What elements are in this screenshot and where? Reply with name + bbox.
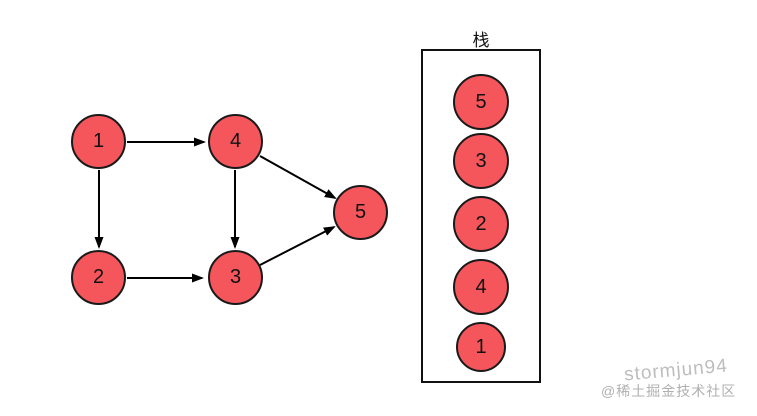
edge-4-to-5 (259, 155, 337, 199)
stack-item-2: 2 (453, 196, 509, 252)
watermark-community: @稀土掘金技术社区 (601, 383, 737, 399)
stack-item-1: 3 (453, 133, 509, 189)
stack-item-4: 1 (456, 322, 506, 372)
graph-node-5: 5 (333, 185, 388, 240)
stack-item-3: 4 (453, 259, 509, 315)
graph-node-4: 4 (208, 114, 263, 169)
stack-item-0: 5 (453, 74, 509, 130)
graph-node-2: 2 (71, 250, 126, 305)
graph-node-3: 3 (208, 250, 263, 305)
graph-node-1: 1 (71, 114, 126, 169)
stack-title: 栈 (472, 31, 490, 50)
edge-3-to-5 (259, 226, 336, 266)
